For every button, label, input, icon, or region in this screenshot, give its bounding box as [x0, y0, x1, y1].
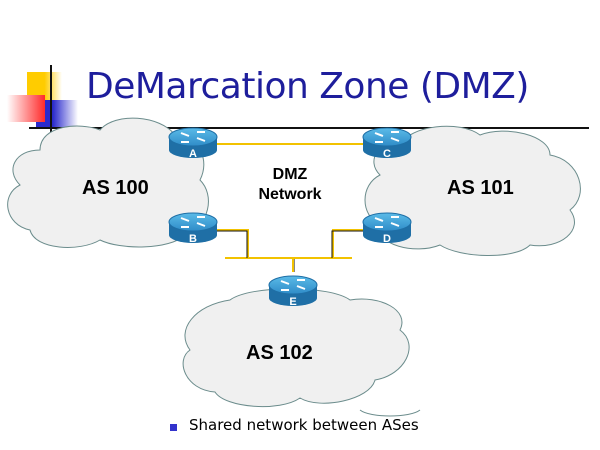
as100-label: AS 100: [82, 177, 149, 199]
router-a: A: [168, 127, 218, 160]
cloud-as102: [182, 288, 410, 408]
router-label: A: [189, 148, 197, 160]
dmz-label-line1: DMZ: [272, 166, 308, 183]
as102-label: AS 102: [246, 342, 313, 364]
router-label: C: [383, 148, 391, 160]
bullet-icon: [170, 424, 177, 431]
router-c: C: [362, 127, 412, 160]
router-e: E: [268, 275, 318, 308]
bullet-text: Shared network between ASes: [189, 416, 419, 434]
dmz-network-label: DMZ Network: [245, 165, 335, 205]
dmz-links: [210, 143, 370, 259]
slide-title: DeMarcation Zone (DMZ): [86, 66, 529, 107]
as101-label: AS 101: [447, 177, 514, 199]
router-label: E: [289, 296, 296, 308]
router-b: B: [168, 212, 218, 245]
cloud-as101: [364, 125, 581, 256]
dmz-label-line2: Network: [258, 186, 322, 203]
decorative-logo: [0, 60, 589, 141]
router-label: D: [383, 233, 391, 245]
router-label: B: [189, 233, 197, 245]
router-d: D: [362, 212, 412, 245]
